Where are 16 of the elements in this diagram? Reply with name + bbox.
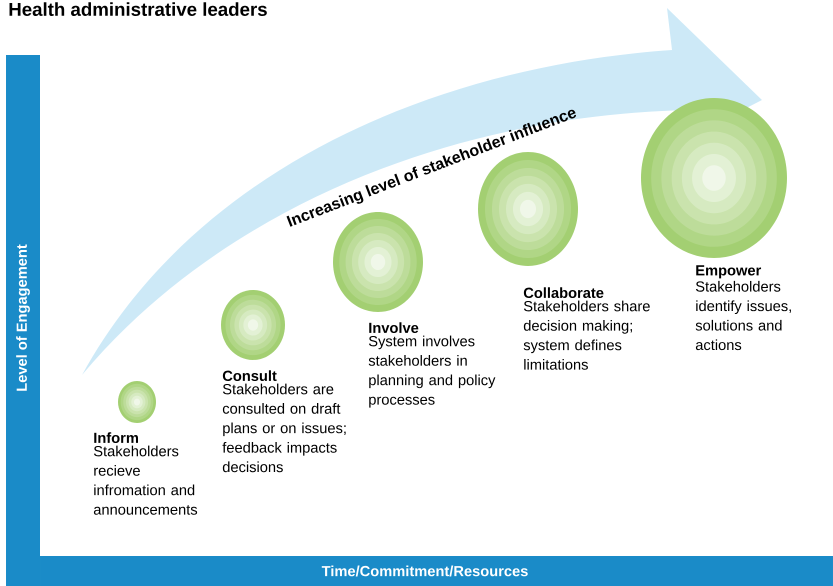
- circle: [641, 98, 787, 258]
- axis-label: Time/Commitment/Resources: [322, 566, 528, 576]
- stage-heading: Empower: [696, 265, 762, 278]
- stage-description: Stakeholders identify issues, solutions and actions: [696, 280, 791, 350]
- circle: [221, 290, 285, 360]
- stage-description: System involves stakeholders in planning and policy processes: [368, 336, 496, 408]
- axis-label: Level of Engagement: [16, 244, 30, 391]
- stage-heading: Involve: [369, 322, 418, 334]
- stage-description: Stakeholders share decision making; system defines limitations: [524, 300, 650, 370]
- stage-heading: Collaborate: [524, 287, 604, 298]
- circle: [118, 381, 156, 423]
- title: Health administrative leaders: [10, 2, 267, 16]
- stage-heading: Consult: [222, 370, 277, 382]
- stage-description: Stakeholders are consulted on draft plans or on issues; feedback impacts decisions: [222, 384, 346, 472]
- stage-heading: Inform: [94, 432, 138, 444]
- stage-description: Stakeholders recieve infromation and announcements: [94, 446, 198, 515]
